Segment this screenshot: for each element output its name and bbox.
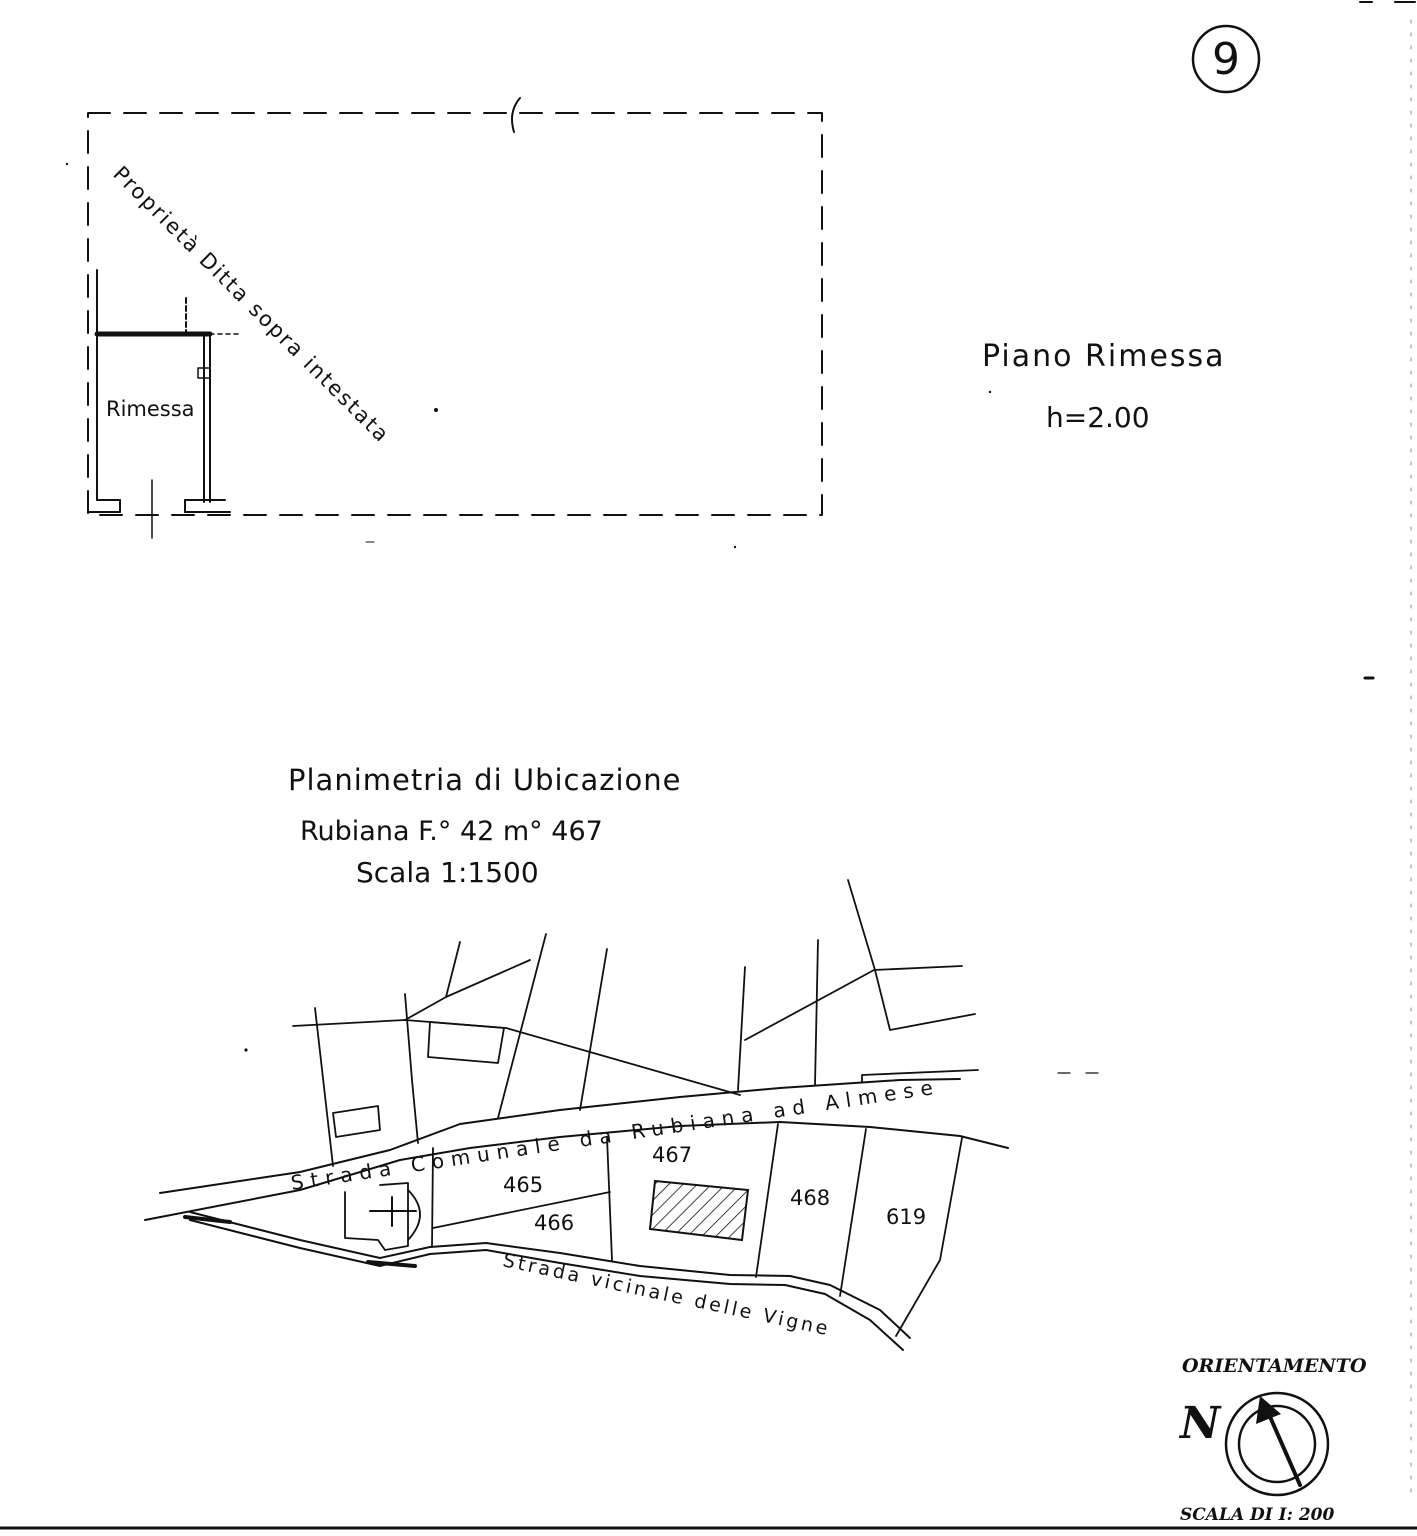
parcel-619: 619 [886, 1205, 926, 1229]
road-main-south-edge [144, 1121, 1009, 1221]
height-label: h=2.00 [1046, 401, 1150, 434]
compass-rose [1224, 1391, 1330, 1497]
scale-label: SCALA DI I: 200 [1180, 1505, 1334, 1525]
road-main-label: Strada Comunale da Rubiana ad Almese [289, 1074, 941, 1195]
road-main-north-edge [159, 1078, 961, 1194]
orientation-block: ORIENTAMENTO N SCALA DI I: 200 [1178, 1355, 1367, 1525]
page-number: 9 [1212, 34, 1240, 85]
chapel-symbol [344, 1182, 421, 1251]
location-title-line2: Rubiana F.° 42 m° 467 [300, 816, 603, 847]
floor-plan: Rimessa Proprietà Ditta sopra intestata [65, 97, 823, 549]
location-map: Strada Comunale da Rubiana ad Almese Str… [144, 879, 1099, 1351]
page-number-badge: 9 [1191, 24, 1261, 94]
floor-title: Piano Rimessa [982, 339, 1226, 374]
parcel-468: 468 [790, 1186, 830, 1210]
road-lower-north-edge [189, 1211, 911, 1339]
road-lower-label: Strada vicinale delle Vigne [501, 1249, 833, 1340]
parcel-465: 465 [503, 1173, 543, 1197]
north-arrow-icon [1256, 1396, 1281, 1424]
boundary-mark [511, 97, 521, 133]
orientation-label: ORIENTAMENTO [1182, 1355, 1367, 1377]
hatched-building [648, 1179, 750, 1242]
scan-marks [1359, 1, 1416, 1501]
location-title-line3: Scala 1:1500 [356, 856, 539, 889]
garage-room [87, 269, 243, 539]
parcel-466: 466 [534, 1211, 574, 1235]
north-symbol: N [1178, 1398, 1222, 1449]
parcel-467: 467 [652, 1143, 692, 1167]
property-boundary [87, 112, 823, 516]
room-label-rimessa: Rimessa [106, 397, 195, 421]
location-title-line1: Planimetria di Ubicazione [288, 763, 682, 797]
location-plan-title: Planimetria di Ubicazione Rubiana F.° 42… [288, 763, 682, 889]
